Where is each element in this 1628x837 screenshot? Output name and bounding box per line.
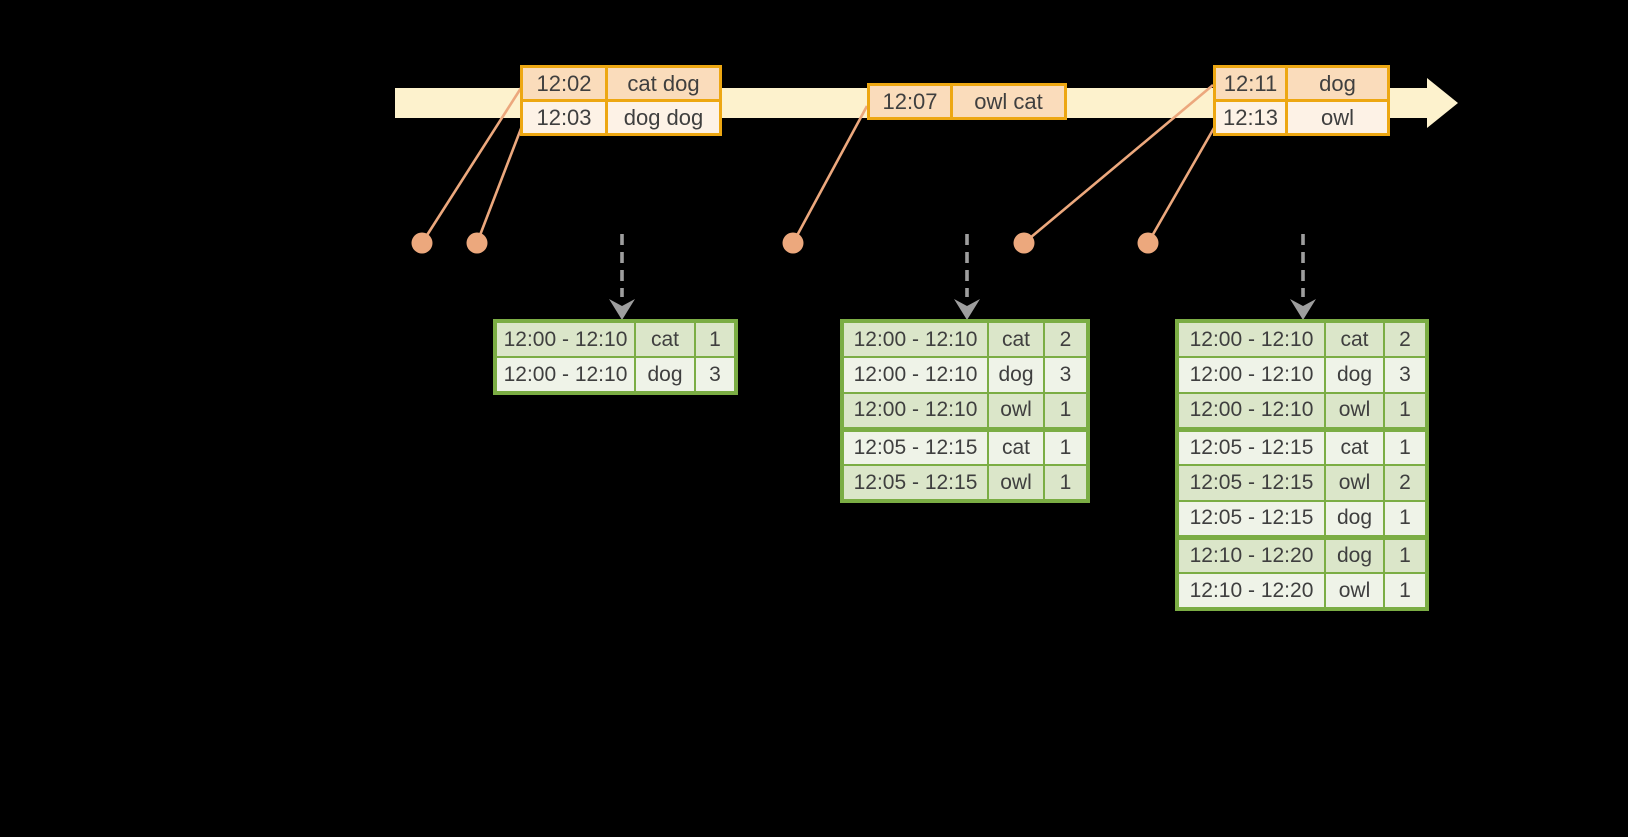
result-count-cell: 2 <box>1383 464 1428 502</box>
result-table: 12:00 - 12:10 cat 2 12:00 - 12:10 dog 3 … <box>840 319 1090 503</box>
result-count-cell: 1 <box>1043 464 1089 502</box>
event-words-cell: owl cat <box>950 83 1067 120</box>
result-window-cell: 12:00 - 12:10 <box>1176 356 1326 394</box>
result-word-cell: cat <box>634 320 696 358</box>
result-word-cell: dog <box>1324 500 1385 538</box>
trigger-arrow-icon <box>954 234 980 320</box>
event-row: 12:13 owl <box>1213 99 1390 136</box>
result-row: 12:00 - 12:10 owl 1 <box>841 392 1089 430</box>
result-count-cell: 3 <box>1043 356 1089 394</box>
result-row: 12:00 - 12:10 owl 1 <box>1176 392 1428 430</box>
event-time-cell: 12:13 <box>1213 99 1288 136</box>
timeline-arrowhead-icon <box>1427 78 1458 128</box>
result-count-cell: 2 <box>1383 320 1428 358</box>
result-window-cell: 12:05 - 12:15 <box>1176 464 1326 502</box>
event-time-cell: 12:07 <box>867 83 953 120</box>
result-window-cell: 12:00 - 12:10 <box>841 356 989 394</box>
event-words-cell: cat dog <box>605 65 722 102</box>
event-words-cell: dog <box>1285 65 1390 102</box>
result-window-cell: 12:10 - 12:20 <box>1176 572 1326 610</box>
result-row: 12:00 - 12:10 dog 3 <box>841 356 1089 394</box>
event-connector-line <box>1146 127 1216 244</box>
result-row: 12:00 - 12:10 dog 3 <box>494 356 737 394</box>
result-window-cell: 12:00 - 12:10 <box>1176 320 1326 358</box>
result-table: 12:00 - 12:10 cat 2 12:00 - 12:10 dog 3 … <box>1175 319 1429 611</box>
result-count-cell: 3 <box>1383 356 1428 394</box>
result-row: 12:00 - 12:10 cat 2 <box>1176 320 1428 358</box>
result-word-cell: owl <box>987 392 1045 430</box>
event-row: 12:11 dog <box>1213 65 1390 102</box>
trigger-arrow-icon <box>609 234 635 320</box>
result-row: 12:10 - 12:20 dog 1 <box>1176 534 1428 574</box>
result-count-cell: 1 <box>1383 500 1428 538</box>
result-word-cell: cat <box>987 320 1045 358</box>
result-word-cell: cat <box>1324 426 1385 466</box>
event-marker-dot-icon <box>466 232 488 254</box>
event-connector-line <box>420 87 523 244</box>
event-marker-dot-icon <box>1137 232 1159 254</box>
result-row: 12:05 - 12:15 dog 1 <box>1176 500 1428 538</box>
result-word-cell: dog <box>1324 356 1385 394</box>
event-marker-dot-icon <box>1013 232 1035 254</box>
result-count-cell: 3 <box>694 356 737 394</box>
event-connector-line <box>1023 84 1214 244</box>
event-row: 12:03 dog dog <box>520 99 722 136</box>
event-words-cell: dog dog <box>605 99 722 136</box>
event-row: 12:07 owl cat <box>867 83 1067 120</box>
result-row: 12:00 - 12:10 cat 1 <box>494 320 737 358</box>
event-time-cell: 12:11 <box>1213 65 1288 102</box>
result-window-cell: 12:05 - 12:15 <box>841 426 989 466</box>
event-marker-dot-icon <box>411 232 433 254</box>
result-row: 12:10 - 12:20 owl 1 <box>1176 572 1428 610</box>
result-window-cell: 12:05 - 12:15 <box>1176 426 1326 466</box>
result-word-cell: dog <box>987 356 1045 394</box>
event-table: 12:02 cat dog 12:03 dog dog <box>520 65 722 136</box>
event-time-cell: 12:02 <box>520 65 608 102</box>
result-word-cell: cat <box>987 426 1045 466</box>
result-row: 12:00 - 12:10 cat 2 <box>841 320 1089 358</box>
result-row: 12:00 - 12:10 dog 3 <box>1176 356 1428 394</box>
result-word-cell: dog <box>1324 534 1385 574</box>
event-marker-dot-icon <box>782 232 804 254</box>
result-word-cell: owl <box>1324 392 1385 430</box>
result-window-cell: 12:00 - 12:10 <box>841 320 989 358</box>
result-word-cell: cat <box>1324 320 1385 358</box>
event-table: 12:07 owl cat <box>867 83 1067 120</box>
event-time-cell: 12:03 <box>520 99 608 136</box>
result-count-cell: 1 <box>1043 426 1089 466</box>
result-window-cell: 12:00 - 12:10 <box>494 320 636 358</box>
result-word-cell: owl <box>1324 464 1385 502</box>
event-table: 12:11 dog 12:13 owl <box>1213 65 1390 136</box>
result-window-cell: 12:00 - 12:10 <box>841 392 989 430</box>
trigger-arrow-icon <box>1290 234 1316 320</box>
event-words-cell: owl <box>1285 99 1390 136</box>
result-row: 12:05 - 12:15 cat 1 <box>1176 426 1428 466</box>
result-word-cell: owl <box>1324 572 1385 610</box>
result-count-cell: 1 <box>1383 534 1428 574</box>
result-table: 12:00 - 12:10 cat 1 12:00 - 12:10 dog 3 <box>493 319 738 395</box>
event-connector-line <box>475 125 524 244</box>
result-row: 12:05 - 12:15 owl 1 <box>841 464 1089 502</box>
event-connector-line <box>791 105 869 244</box>
result-word-cell: dog <box>634 356 696 394</box>
result-word-cell: owl <box>987 464 1045 502</box>
result-count-cell: 1 <box>1043 392 1089 430</box>
result-count-cell: 1 <box>1383 426 1428 466</box>
result-window-cell: 12:05 - 12:15 <box>1176 500 1326 538</box>
result-window-cell: 12:00 - 12:10 <box>1176 392 1326 430</box>
event-row: 12:02 cat dog <box>520 65 722 102</box>
result-window-cell: 12:10 - 12:20 <box>1176 534 1326 574</box>
result-count-cell: 1 <box>1383 392 1428 430</box>
result-count-cell: 1 <box>1383 572 1428 610</box>
result-count-cell: 1 <box>694 320 737 358</box>
result-count-cell: 2 <box>1043 320 1089 358</box>
result-window-cell: 12:05 - 12:15 <box>841 464 989 502</box>
result-window-cell: 12:00 - 12:10 <box>494 356 636 394</box>
result-row: 12:05 - 12:15 owl 2 <box>1176 464 1428 502</box>
result-row: 12:05 - 12:15 cat 1 <box>841 426 1089 466</box>
